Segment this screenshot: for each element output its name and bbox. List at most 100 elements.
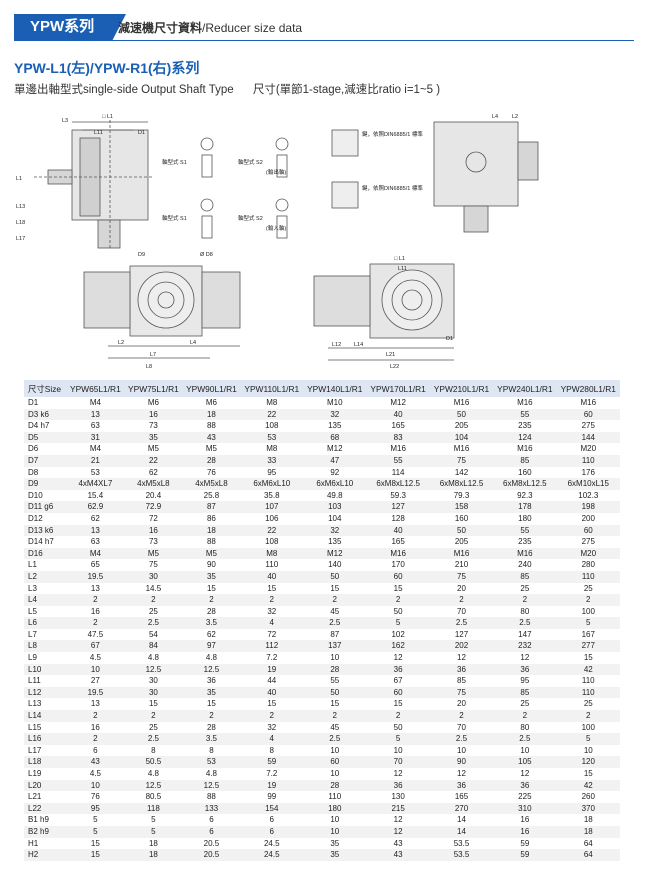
table-cell: 16 <box>124 524 183 537</box>
table-cell: 55 <box>330 676 340 686</box>
table-cell: 80.5 <box>145 792 162 802</box>
table-cell: 47 <box>303 454 367 467</box>
table-cell: 10 <box>66 663 125 676</box>
table-cell: 15 <box>206 583 216 593</box>
table-cell: 127 <box>366 501 430 513</box>
table-cell: 25 <box>148 606 158 616</box>
table-cell: 32 <box>303 408 367 421</box>
table-cell: 2 <box>182 710 241 722</box>
table-cell: 20.4 <box>145 490 162 500</box>
table-cell: 28 <box>303 779 367 792</box>
table-cell: 90 <box>206 560 216 570</box>
table-cell: M16 <box>453 444 470 454</box>
table-cell: M8 <box>240 547 304 560</box>
table-cell: 13 <box>90 699 100 709</box>
table-cell: M16 <box>390 444 406 454</box>
table-cell: 10 <box>583 745 593 755</box>
table-cell: 7.2 <box>266 653 278 663</box>
table-cell: 60 <box>556 408 620 421</box>
table-cell: 12.5 <box>124 779 183 792</box>
table-cell: 2 <box>240 710 304 722</box>
table-cell: 8 <box>209 745 214 755</box>
row-label: D7 <box>24 454 67 467</box>
table-cell: 62 <box>206 629 216 639</box>
table-cell: 36 <box>206 676 216 686</box>
table-cell: 35 <box>330 838 340 848</box>
table-cell: 55 <box>366 454 430 467</box>
table-cell: 84 <box>124 640 183 653</box>
table-cell: 50 <box>393 722 403 732</box>
table-cell: 6xM8xL12.5 <box>366 478 430 490</box>
label-l4-top: L4 <box>492 114 498 120</box>
table-cell: M16 <box>366 547 430 560</box>
table-cell: 65 <box>90 560 100 570</box>
table-cell: 2.5 <box>429 733 494 745</box>
row-label: H1 <box>28 838 39 848</box>
table-cell: 25 <box>520 699 530 709</box>
table-cell: 70 <box>457 722 466 732</box>
table-cell: 59.3 <box>390 490 406 500</box>
table-cell: 24.5 <box>263 838 280 848</box>
table-cell: 240 <box>518 560 532 570</box>
table-cell: 13 <box>66 408 125 421</box>
table-cell: 108 <box>265 421 279 431</box>
table-cell: 43 <box>393 838 403 848</box>
row-label: D10 <box>28 490 43 500</box>
table-cell: 63 <box>90 421 100 431</box>
label-l12: L12 <box>332 342 341 348</box>
header-model: YPW65L1/R1 <box>66 380 125 397</box>
header-subtitle-rest: /Reducer size data <box>202 21 303 35</box>
table-cell: 13 <box>90 583 100 593</box>
table-cell: 20 <box>457 583 466 593</box>
table-cell: 12 <box>457 653 466 663</box>
table-cell: M4 <box>89 398 101 407</box>
table-cell: 15 <box>330 699 340 709</box>
table-cell: 2 <box>66 710 125 722</box>
row-label: L19 <box>28 769 42 778</box>
table-cell: 112 <box>240 640 304 653</box>
table-cell: 110 <box>265 560 279 570</box>
table-cell: 270 <box>429 802 494 815</box>
table-cell: 128 <box>391 513 405 523</box>
table-cell: 137 <box>303 640 367 653</box>
table-cell: 2 <box>124 710 183 722</box>
table-cell: 18 <box>124 849 183 861</box>
label-axis-s1-b: 軸型式 S1 <box>162 214 187 222</box>
table-cell: 104 <box>328 513 342 523</box>
table-cell: 6xM10xL15 <box>556 478 620 490</box>
table-cell: 18 <box>583 815 593 825</box>
table-cell: 180 <box>303 802 367 815</box>
table-cell: 178 <box>493 501 557 513</box>
table-cell: 19 <box>240 663 304 676</box>
table-cell: 86 <box>206 513 216 523</box>
header-size: 尺寸Size <box>24 380 67 397</box>
row-label: D1 <box>28 398 39 407</box>
table-cell: 62 <box>148 467 158 477</box>
table-cell: 67 <box>393 676 403 686</box>
table-cell: 12.5 <box>124 663 183 676</box>
table-cell: 154 <box>240 802 304 815</box>
table-cell: 110 <box>556 570 620 583</box>
table-cell: 2.5 <box>429 617 494 629</box>
label-axis-s2-b: 軸型式 S2 <box>238 214 263 222</box>
table-cell: 12 <box>457 769 466 778</box>
table-cell: 75 <box>148 560 158 570</box>
table-cell: 4.8 <box>147 769 159 778</box>
table-cell: 205 <box>454 537 469 547</box>
table-cell: 4xM5xL8 <box>124 478 183 490</box>
table-cell: 36 <box>366 663 430 676</box>
table-cell: 2 <box>493 594 557 606</box>
table-cell: 76 <box>90 792 100 802</box>
table-cell: 144 <box>556 431 620 444</box>
table-cell: 60 <box>366 686 430 699</box>
table-cell: 235 <box>518 537 532 547</box>
table-cell: 87 <box>330 629 340 639</box>
